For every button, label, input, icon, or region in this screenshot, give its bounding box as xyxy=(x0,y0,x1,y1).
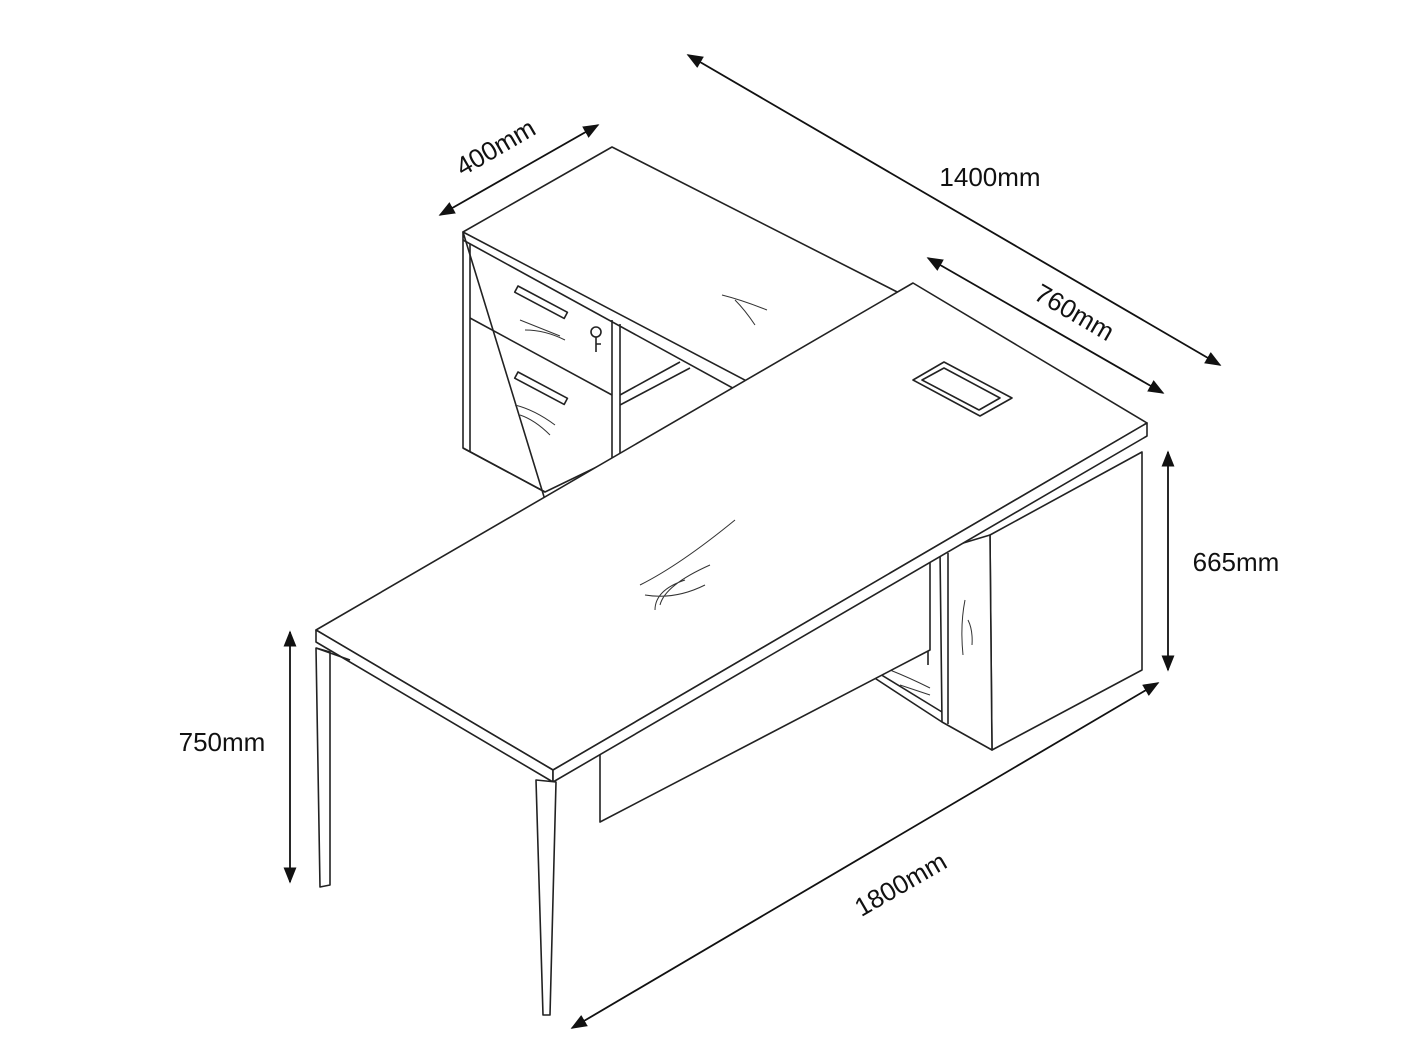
dimension-665: 665mm xyxy=(1161,450,1280,672)
dimension-label: 750mm xyxy=(179,727,266,757)
dimension-label: 400mm xyxy=(450,113,540,182)
dimension-label: 665mm xyxy=(1193,547,1280,577)
dimension-750: 750mm xyxy=(179,630,297,884)
drawer-handle-bottom xyxy=(513,371,569,406)
desk-legs xyxy=(315,647,557,1016)
dimension-label: 760mm xyxy=(1029,278,1119,347)
key-lock-icon xyxy=(590,326,602,352)
drawer-handle-top xyxy=(513,285,569,320)
dimension-label: 1400mm xyxy=(939,162,1040,192)
dimension-label: 1800mm xyxy=(849,846,952,923)
dimension-1400: 1400mm xyxy=(686,54,1222,366)
